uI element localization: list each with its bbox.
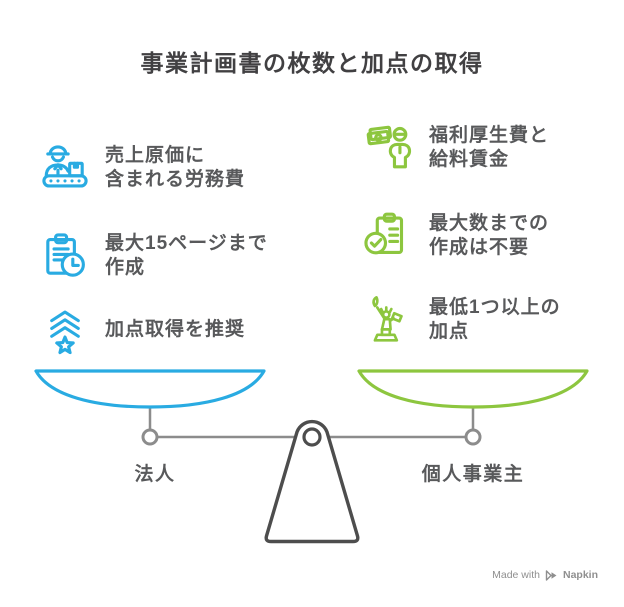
clipboard-clock-icon	[40, 231, 90, 281]
right-pan-label: 個人事業主	[421, 464, 525, 485]
page-title: 事業計画書の枚数と加点の取得	[140, 50, 484, 76]
scale-fulcrum	[264, 419, 360, 544]
money-person-icon	[364, 123, 414, 173]
made-with-text: Made with	[492, 569, 540, 581]
item-text-line: 作成は不要	[429, 237, 530, 258]
left-beam-joint	[141, 428, 159, 446]
item-text: 売上原価に 含まれる労務費	[105, 144, 245, 192]
item-text: 最大15ページまで 作成	[105, 232, 268, 280]
list-item-max-pages: 最大15ページまで 作成	[40, 227, 268, 285]
napkin-credit-link[interactable]: Made with Napkin	[492, 569, 598, 581]
item-text: 加点取得を推奨	[105, 318, 245, 342]
list-item-min-one-point: 最低1つ以上の 加点	[364, 291, 561, 349]
item-text-line: 作成	[105, 257, 146, 278]
item-text: 福利厚生費と 給料賃金	[429, 124, 549, 172]
right-beam-joint	[464, 428, 482, 446]
item-text-line: 福利厚生費と	[429, 125, 550, 146]
right-pan	[357, 369, 589, 409]
chevrons-up-star-icon	[40, 305, 90, 355]
item-text-line: 含まれる労務費	[105, 169, 246, 190]
item-text-line: 給料賃金	[429, 149, 510, 170]
pivot-circle	[302, 427, 322, 447]
balance-scale	[34, 369, 589, 544]
item-text-line: 加点取得を推奨	[105, 319, 246, 340]
item-text-line: 加点	[429, 321, 470, 342]
napkin-logo-icon	[545, 569, 557, 581]
clipboard-check-icon	[364, 211, 414, 261]
item-text-line: 売上原価に	[105, 145, 206, 166]
list-item-no-max-needed: 最大数までの 作成は不要	[364, 207, 549, 265]
award-statue-icon	[364, 295, 414, 345]
list-item-welfare-wages: 福利厚生費と 給料賃金	[364, 119, 549, 177]
item-text: 最低1つ以上の 加点	[429, 296, 561, 344]
item-text: 最大数までの 作成は不要	[429, 212, 549, 260]
worker-conveyor-icon	[40, 143, 90, 193]
left-pan-label: 法人	[134, 464, 176, 485]
list-item-recommend-points: 加点取得を推奨	[40, 301, 245, 359]
left-pan	[34, 369, 266, 409]
list-item-labor-cost: 売上原価に 含まれる労務費	[40, 139, 245, 197]
item-text-line: 最大数までの	[429, 213, 550, 234]
item-text-line: 最低1つ以上の	[429, 297, 561, 318]
brand-text: Napkin	[562, 569, 598, 581]
item-text-line: 最大15ページまで	[105, 233, 268, 254]
